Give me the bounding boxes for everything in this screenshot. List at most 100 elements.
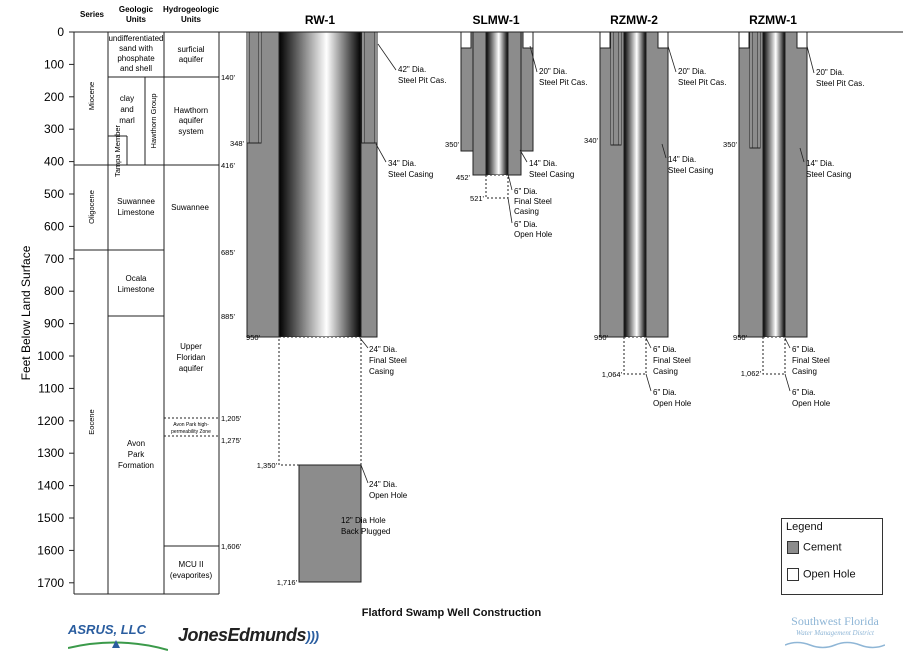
svg-text:1,064': 1,064'	[602, 370, 623, 379]
svg-text:12" Dia Hole: 12" Dia Hole	[341, 516, 386, 525]
geo-sand-l4: and shell	[120, 64, 152, 73]
well-slmw-1: SLMW-1 350' 452' 521' 20" Dia.Steel Pit …	[445, 13, 587, 239]
hydro-hawthorn-l3: system	[178, 127, 204, 136]
geo-clay-l1: clay	[120, 94, 134, 103]
geo-sand-l1: undifferentiated	[108, 34, 163, 43]
geo-clay-l3: marl	[119, 116, 135, 125]
geo-clay-l2: and	[120, 105, 133, 114]
series-miocene: Miocene	[87, 82, 96, 110]
geo-avon-l3: Formation	[118, 461, 154, 470]
geo-avon-l1: Avon	[127, 439, 145, 448]
tick-label: 0	[57, 25, 64, 39]
series-header: Series	[80, 10, 105, 19]
mark-685: 685'	[221, 248, 236, 257]
legend-cement-label: Cement	[803, 541, 842, 554]
svg-text:6" Dia.: 6" Dia.	[792, 345, 816, 354]
series-oligocene: Oligocene	[87, 190, 96, 224]
tick-label: 1300	[37, 446, 64, 460]
rw1-depth-1350: 1,350'	[257, 461, 278, 470]
svg-text:Casing: Casing	[369, 367, 394, 376]
hydro-surficial-l1: surficial	[177, 45, 204, 54]
geo-ocala-l2: Limestone	[118, 285, 155, 294]
geo-tampa-member: Tampa Member	[113, 124, 122, 177]
svg-text:Casing: Casing	[653, 367, 678, 376]
geo-sand-l2: sand with	[119, 44, 153, 53]
tick-label: 200	[44, 90, 64, 104]
tick-label: 1400	[37, 479, 64, 493]
jones-edmunds-logo: JonesEdmunds)))	[178, 625, 319, 646]
rzmw2-open-hole	[623, 336, 647, 375]
svg-text:6" Dia.: 6" Dia.	[792, 388, 816, 397]
well-title-rw-1: RW-1	[305, 13, 336, 27]
depth-marks: 140' 416' 685' 885' 1,205' 1,275' 1,606'	[221, 73, 242, 551]
asrus-logo-text: ASRUS, LLC	[68, 622, 146, 637]
rw1-depth-348: 348'	[230, 139, 245, 148]
geologic-header-1: Geologic	[119, 5, 154, 14]
rw1-depth-950: 950'	[246, 333, 261, 342]
svg-text:6" Dia.: 6" Dia.	[653, 388, 677, 397]
svg-text:340': 340'	[584, 136, 599, 145]
signal-icon: )))	[306, 628, 319, 644]
geologic-unit-labels: undifferentiated sand with phosphate and…	[108, 34, 209, 470]
rzmw2-casing	[623, 31, 647, 338]
slmw1-open-hole	[485, 174, 509, 199]
hydro-mcu-l1: MCU II	[179, 560, 204, 569]
rzmw1-casing	[762, 31, 786, 338]
tick-label: 1000	[37, 349, 64, 363]
legend-cement: Cement	[787, 541, 842, 554]
hydro-uf-l3: aquifer	[179, 364, 204, 373]
tick-label: 900	[44, 317, 64, 331]
svg-text:Final Steel: Final Steel	[514, 197, 552, 206]
tick-label: 800	[44, 284, 64, 298]
rw1-back-plug	[298, 464, 362, 583]
hydro-hawthorn-l2: aquifer	[179, 116, 204, 125]
svg-text:950': 950'	[733, 333, 748, 342]
geologic-header-2: Units	[126, 15, 147, 24]
legend-open-hole: Open Hole	[787, 568, 856, 581]
swfwmd-line1: Southwest Florida	[791, 614, 879, 628]
well-rzmw-1: RZMW-1 350' 950' 1,062' 20" Dia.Steel Pi…	[723, 13, 864, 408]
svg-text:Steel Pit Cas.: Steel Pit Cas.	[678, 78, 726, 87]
svg-text:Steel Pit Cas.: Steel Pit Cas.	[398, 76, 446, 85]
svg-text:Casing: Casing	[792, 367, 817, 376]
legend: Legend Cement Open Hole	[781, 518, 883, 595]
tick-label: 100	[44, 57, 64, 71]
rzmw1-open-hole	[762, 336, 786, 375]
svg-text:34" Dia.: 34" Dia.	[388, 159, 416, 168]
cement-swatch	[787, 541, 799, 554]
svg-text:Final Steel: Final Steel	[653, 356, 691, 365]
svg-text:Open Hole: Open Hole	[514, 230, 553, 239]
geo-avon-l2: Park	[128, 450, 145, 459]
hydro-avonzone-l1: Avon Park high-	[173, 422, 209, 428]
asrus-swoosh-icon	[68, 640, 168, 651]
svg-text:350': 350'	[723, 140, 738, 149]
mark-885: 885'	[221, 312, 236, 321]
legend-title: Legend	[786, 521, 823, 533]
tick-label: 400	[44, 155, 64, 169]
tick-label: 300	[44, 122, 64, 136]
svg-text:Steel Casing: Steel Casing	[529, 170, 574, 179]
svg-text:Casing: Casing	[514, 207, 539, 216]
hydro-hawthorn-l1: Hawthorn	[174, 106, 208, 115]
hydro-unit-labels: surficial aquifer Hawthorn aquifer syste…	[170, 45, 213, 580]
asrus-logo: ASRUS, LLC	[68, 618, 168, 658]
swfwmd-line2: Water Management District	[796, 629, 874, 637]
hydro-avonzone-l2: permeability Zone	[171, 429, 211, 435]
svg-text:Final Steel: Final Steel	[792, 356, 830, 365]
svg-text:14" Dia.: 14" Dia.	[668, 155, 696, 164]
hydro-uf-l1: Upper	[180, 342, 202, 351]
svg-text:6" Dia.: 6" Dia.	[653, 345, 677, 354]
mark-416: 416'	[221, 161, 236, 170]
tick-label: 500	[44, 187, 64, 201]
depth-axis: 0100200300400500600700800900100011001200…	[37, 25, 74, 590]
svg-text:24" Dia.: 24" Dia.	[369, 345, 397, 354]
hydro-header-2: Units	[181, 15, 202, 24]
wave-icon	[784, 641, 886, 649]
tick-label: 700	[44, 252, 64, 266]
hydro-uf-l2: Floridan	[177, 353, 206, 362]
tick-label: 1500	[37, 511, 64, 525]
geo-suwannee-l1b: Suwannee	[117, 197, 155, 206]
rw1-open-hole	[278, 336, 362, 466]
tick-label: 600	[44, 219, 64, 233]
